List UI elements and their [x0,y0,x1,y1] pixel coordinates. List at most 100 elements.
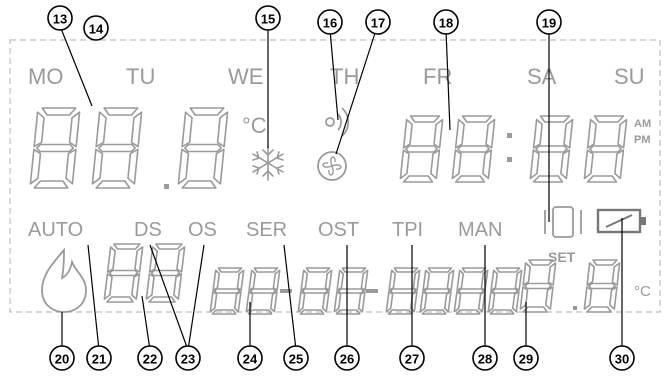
day-sa: SA [527,64,557,89]
callout-29: 29 [513,345,539,371]
clock-colon-bottom [507,157,512,162]
set-label: SET [548,249,576,265]
callout-numbers: 13 14 15 16 17 18 19 20 21 22 23 24 25 26 27 28 29 30 [47,5,635,371]
callout-circle [399,345,425,371]
callout-circle [609,345,635,371]
callout-circle [513,345,539,371]
lcd-frame [9,39,661,313]
date-digit [333,267,369,315]
callout-circle [283,345,309,371]
callout-circle [472,345,498,371]
signal-icon [325,107,349,137]
main-temp-digit [91,107,143,189]
date-separator [366,289,378,293]
callout-circle [365,9,391,35]
program-digit [145,243,186,303]
callout-21: 21 [86,345,112,371]
callout-circle [255,5,281,31]
day-mo: MO [28,64,63,89]
clock-digit [529,115,574,183]
leader-lines [59,25,623,351]
pm-indicator: PM [634,134,651,146]
callout-24: 24 [237,345,263,371]
heating-flame-icon [41,247,87,313]
clock-digits [399,115,628,183]
callout-number: 22 [143,352,157,367]
mode-man: MAN [458,219,502,241]
callout-15: 15 [255,5,281,31]
clock-digit [399,115,444,183]
callout-number: 24 [243,352,258,367]
mode-ds: DS [134,219,162,241]
callout-17: 17 [365,9,391,35]
main-temp-decimal [164,184,169,189]
callout-number: 23 [181,352,195,367]
main-temp-unit: °C [242,113,267,138]
snowflake-icon [252,145,284,181]
callout-number: 17 [371,16,385,31]
callout-23: 23 [175,345,201,371]
cooling-fan-icon [317,151,347,181]
callout-28: 28 [472,345,498,371]
date-digit [453,267,489,315]
am-indicator: AM [634,118,651,130]
clock-digit [583,115,628,183]
callout-number: 29 [519,352,533,367]
callout-13: 13 [47,5,73,31]
day-tu: TU [126,64,155,89]
date-digit [419,267,455,315]
setpoint-digit [583,259,621,313]
callout-number: 21 [92,352,106,367]
callout-number: 25 [289,352,303,367]
clock-digit [451,115,496,183]
callout-circle [47,5,73,31]
setpoint-digit [519,259,557,313]
callout-circle [86,345,112,371]
callout-number: 20 [55,352,69,367]
callout-16: 16 [317,9,343,35]
callout-circle [137,345,163,371]
battery-icon [596,208,646,234]
date-digit [487,267,523,315]
setpoint-decimal [573,306,577,310]
callout-14: 14 [83,15,109,41]
callout-number: 19 [542,16,556,31]
date-digit [385,267,421,315]
callout-26: 26 [334,345,360,371]
clock-colon-top [507,133,512,138]
callout-30: 30 [609,345,635,371]
callout-number: 15 [261,12,275,27]
callout-circle [175,345,201,371]
callout-27: 27 [399,345,425,371]
callout-number: 13 [53,12,67,27]
program-digit [103,243,144,303]
callout-number: 18 [439,16,453,31]
mode-ser: SER [246,219,287,241]
mode-labels: AUTO DS OS SER OST TPI MAN [28,219,502,241]
day-su: SU [614,64,645,89]
callout-number: 27 [405,352,419,367]
mode-ost: OST [318,219,359,241]
callout-20: 20 [49,345,75,371]
main-temp-digit [177,107,229,189]
callout-number: 14 [89,22,104,37]
date-digits [103,243,621,315]
day-we: WE [228,64,263,89]
callout-circle [317,9,343,35]
callout-circle [536,9,562,35]
date-digit [297,267,333,315]
day-labels: MO TU WE TH FR SA SU [28,64,645,89]
main-temperature-digits [29,107,229,189]
date-digit [245,267,281,315]
callout-number: 30 [615,352,629,367]
callout-circle [83,15,109,41]
callout-25: 25 [283,345,309,371]
window-icon [544,206,582,238]
mode-auto: AUTO [28,219,83,241]
callout-19: 19 [536,9,562,35]
callout-number: 16 [323,16,337,31]
mode-os: OS [188,219,217,241]
date-separator [280,289,292,293]
callout-circle [433,9,459,35]
